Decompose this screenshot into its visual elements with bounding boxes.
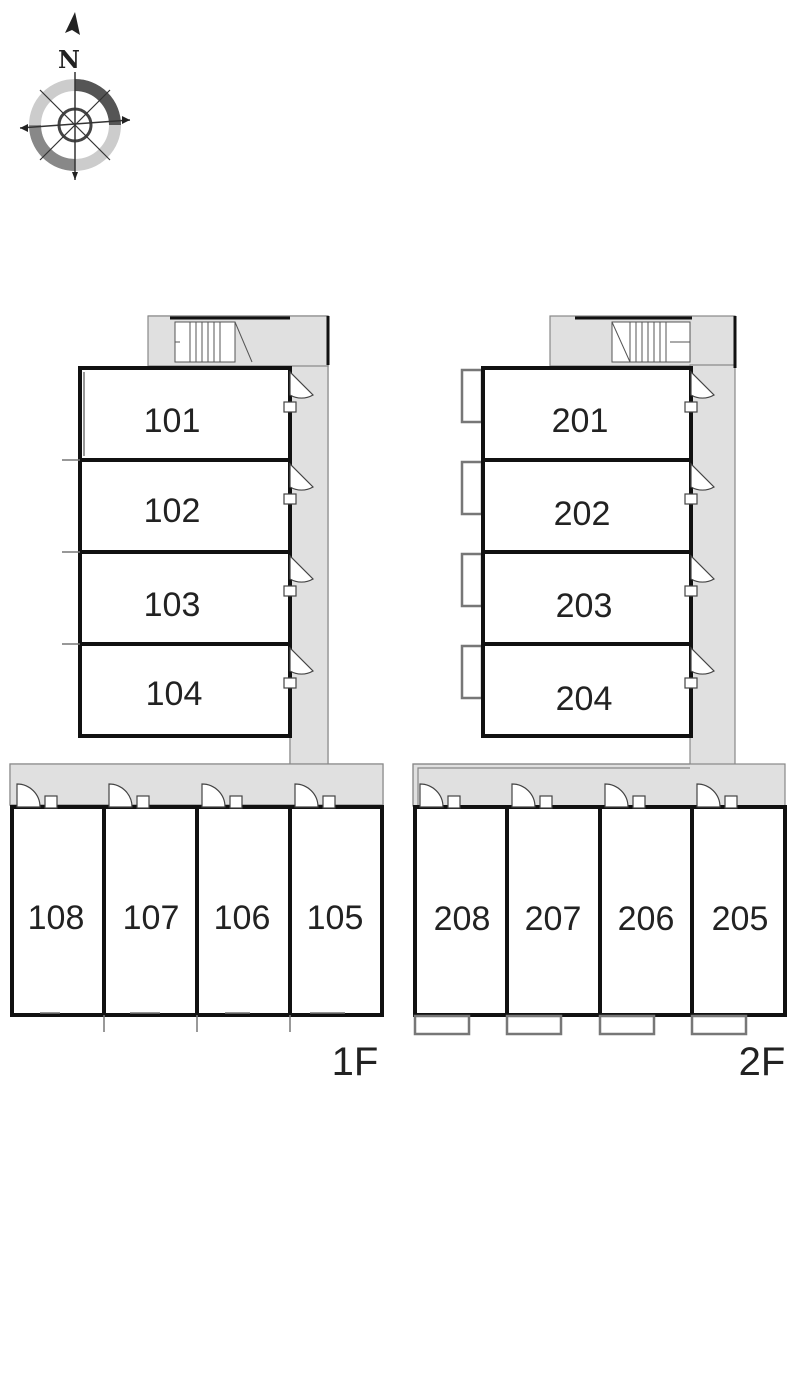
doors-1f-horizontal	[16, 783, 336, 809]
unit-105	[288, 805, 384, 1017]
unit-label-103: 103	[144, 586, 201, 624]
unit-label-101: 101	[144, 402, 201, 440]
unit-label-208: 208	[434, 900, 491, 938]
unit-202	[481, 458, 693, 554]
unit-102	[78, 458, 292, 554]
unit-label-206: 206	[618, 900, 675, 938]
unit-201	[481, 366, 693, 462]
floor-label-2f: 2F	[739, 1040, 786, 1084]
doors-2f-horizontal	[419, 783, 738, 809]
unit-label-106: 106	[214, 899, 271, 937]
corridor-1f-horizontal	[9, 763, 384, 806]
floor-2f: 201 202 203 204 208 207 206 205 2F	[412, 315, 787, 1084]
unit-label-203: 203	[556, 587, 613, 625]
unit-101	[78, 366, 292, 462]
unit-203	[481, 550, 693, 646]
doors-1f-vertical	[283, 370, 314, 689]
unit-label-104: 104	[146, 675, 203, 713]
balconies-2f-left	[460, 368, 484, 700]
unit-206	[598, 805, 694, 1017]
unit-207	[505, 805, 602, 1017]
unit-label-105: 105	[307, 899, 364, 937]
doors-2f-vertical	[684, 370, 715, 689]
compass-icon: N	[19, 12, 131, 180]
unit-label-205: 205	[712, 900, 769, 938]
unit-label-201: 201	[552, 402, 609, 440]
stairs-1f	[174, 321, 253, 363]
unit-104	[78, 642, 292, 738]
unit-label-107: 107	[123, 899, 180, 937]
unit-106	[195, 805, 292, 1017]
corridor-2f-horizontal	[412, 763, 786, 807]
balconies-2f-bottom	[413, 1014, 748, 1036]
unit-103	[78, 550, 292, 646]
floor-1f: 101 102 103 104 108 107 106 105 1F	[9, 315, 384, 1084]
floor-label-1f: 1F	[332, 1040, 379, 1084]
unit-108	[10, 805, 106, 1017]
unit-label-108: 108	[28, 899, 85, 937]
unit-label-204: 204	[556, 680, 613, 718]
unit-107	[102, 805, 199, 1017]
unit-204	[481, 642, 693, 738]
unit-label-102: 102	[144, 492, 201, 530]
unit-label-202: 202	[554, 495, 611, 533]
stairs-2f	[611, 321, 691, 363]
unit-label-207: 207	[525, 900, 582, 938]
north-label: N	[58, 45, 80, 74]
